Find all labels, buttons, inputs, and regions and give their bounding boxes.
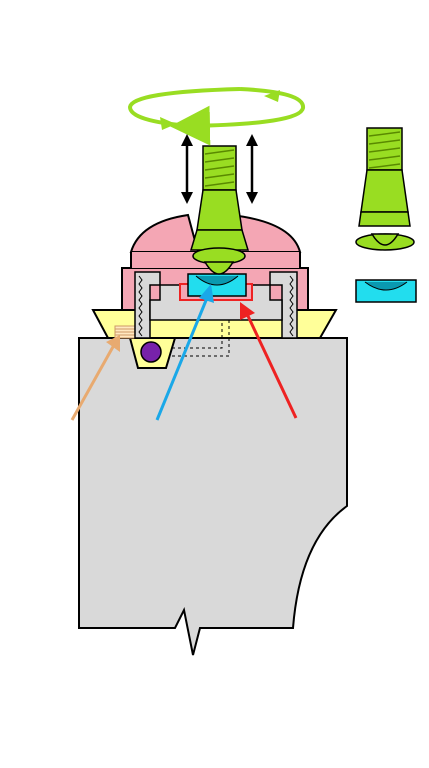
hidden-channel [172, 310, 230, 357]
cyan-insert [187, 273, 247, 297]
knob-exploded-view [355, 127, 415, 251]
cyan-insert-exploded-view [355, 279, 417, 303]
left-threaded-bolt [134, 271, 161, 339]
rotation-arrows-icon [127, 87, 305, 146]
vertical-motion-arrows-icon [181, 134, 258, 204]
grey-base-body [78, 337, 348, 656]
pink-dome-cap [129, 213, 302, 253]
green-knob [189, 145, 250, 275]
purple-ball-icon [140, 341, 162, 363]
red-pointer-arrow-icon [240, 302, 298, 419]
orange-pointer-arrow-icon [70, 335, 120, 421]
blue-pointer-arrow-icon [155, 284, 214, 421]
